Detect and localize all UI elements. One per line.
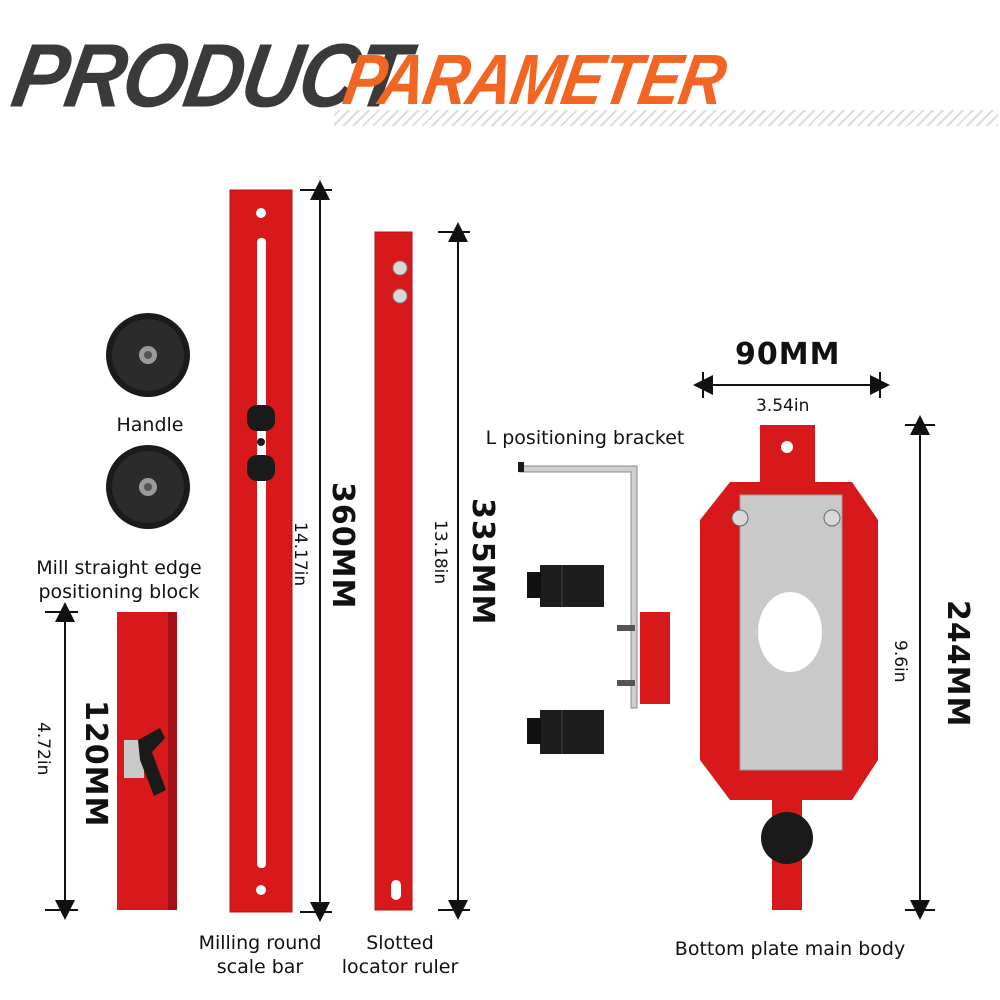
clamp-bottom <box>527 710 604 754</box>
block-dim-in: 4.72in <box>33 722 53 776</box>
scale-bar-dim-in: 14.17in <box>290 522 310 587</box>
locator-dim-mm: 335MM <box>465 498 500 626</box>
handle-knob-top <box>106 313 190 397</box>
locator-dim-in: 13.18in <box>430 520 450 585</box>
plate-height-dim-mm: 244MM <box>940 600 975 728</box>
scale-bar-label-line2: scale bar <box>216 956 304 978</box>
bracket-label: L positioning bracket <box>485 427 685 449</box>
locator-label-line1: Slotted <box>366 932 434 954</box>
plate-width-dim-mm: 90MM <box>735 337 841 372</box>
locator-ruler <box>374 231 413 911</box>
positioning-block <box>117 612 177 910</box>
plate-label: Bottom plate main body <box>674 938 906 960</box>
scale-bar <box>229 189 293 913</box>
handle-knob-bottom <box>106 445 190 529</box>
plate-height-dim-in: 9.6in <box>890 640 910 683</box>
locator-label-line2: locator ruler <box>341 956 459 978</box>
mill-block-label-line2: positioning block <box>38 581 200 603</box>
mill-block-label-line1: Mill straight edge <box>36 557 202 579</box>
bottom-plate <box>700 425 878 910</box>
scale-bar-dim-mm: 360MM <box>325 482 360 610</box>
handle-label: Handle <box>116 414 184 436</box>
l-bracket <box>518 462 670 709</box>
block-dim-mm: 120MM <box>78 700 113 828</box>
plate-width-dim-in: 3.54in <box>756 396 810 416</box>
scale-bar-label-line1: Milling round <box>198 932 322 954</box>
clamp-top <box>527 565 604 607</box>
header-stripes <box>334 110 998 126</box>
